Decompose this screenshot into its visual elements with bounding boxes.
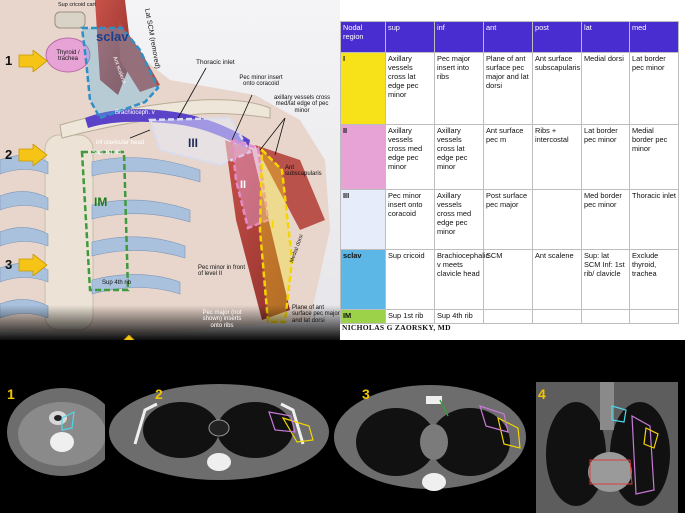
label-ant-subscapularis: Ant subscapularis [285,165,322,178]
table-cell [581,309,630,324]
level-ii-contour [230,138,270,230]
pointer-lines [129,67,286,156]
level-marker-2: 2 [5,143,49,171]
table-cell: Medial dorsi [581,52,630,125]
label-thoracic-inlet: Thoracic inlet [196,59,235,66]
table-cell: Thoracic inlet [629,189,679,250]
table-row: IM Sup 1st rib Sup 4th rib [340,309,679,324]
table-row: II Axillary vessels cross med edge pec m… [340,124,679,190]
header-inf: inf [434,21,484,53]
table-row: sclav Sup cricoid Brachiocephalic v meet… [340,249,679,310]
header-ant: ant [483,21,533,53]
header-nodal-region: Nodal region [340,21,386,53]
table-cell: Axillary vessels cross lat edge pec mino… [434,124,484,190]
label-sup-cricoid: Sup cricoid cart [58,2,96,8]
label-pec-minor-front: Pec minor in front of level II [198,265,246,278]
table-cell: Axillary vessels cross med edge pec mino… [385,124,435,190]
anatomy-illustration [0,0,340,342]
header-post: post [532,21,582,53]
table-cell [532,309,582,324]
ct-label-3: 3 [362,386,370,402]
arrow-right-icon [18,49,48,73]
scm-muscle [95,0,132,95]
table-row: I Axillary vessels cross lat edge pec mi… [340,52,679,125]
table-cell: Pec minor insert onto coracoid [385,189,435,250]
author-credit: NICHOLAS G ZAORSKY, MD [342,323,451,332]
table-cell: Sup 1st rib [385,309,435,324]
table-cell: Exclude thyroid, trachea [629,249,679,310]
table-cell: Post surface pec major [483,189,533,250]
sclav-contour [80,26,160,120]
table-cell: Med border pec minor [581,189,630,250]
table-cell: SCM [483,249,533,310]
nodal-region-table: Nodal region sup inf ant post lat med I … [340,21,679,324]
arrow-right-icon [18,253,48,277]
table-cell [629,309,679,324]
table-cell: Axillary vessels cross lat edge pec mino… [385,52,435,125]
table-row: III Pec minor insert onto coracoid Axill… [340,189,679,250]
table-cell: Ant scalene [532,249,582,310]
region-cell: II [340,124,386,190]
label-level-ii: II [240,179,247,191]
region-cell: III [340,189,386,250]
label-inf-clavicular: inf clavicular head [96,140,145,146]
level-marker-3: 3 [5,253,49,281]
table-cell: Sup cricoid [385,249,435,310]
im-contour [80,150,130,292]
table-cell: Axillary vessels cross med edge pec mino… [434,189,484,250]
table-cell [483,309,533,324]
ct-label-4: 4 [538,386,546,402]
label-plane-ant-surface: Plane of ant surface pec major and lat d… [292,305,340,324]
label-pec-major-inserts: Pec major (not shown) inserts onto ribs [202,310,242,329]
header-sup: sup [385,21,435,53]
subscapularis-muscle [255,145,325,230]
ct-slice-2 [109,384,329,480]
ct-slice-3 [334,385,526,491]
label-axillary-cross: axillary vessels cross med/lat edge of p… [273,95,331,114]
label-sup-fourth-rib: Sup 4th rib [102,280,132,286]
table-header-row: Nodal region sup inf ant post lat med [340,21,679,53]
region-cell: sclav [340,249,386,310]
header-med: med [629,21,679,53]
region-cell: I [340,52,386,125]
label-thyroid: Thyroid / trachea [56,50,80,63]
label-brachioceph: Brachioceph. v [115,110,155,116]
table-cell: Ant surface pec m [483,124,533,190]
label-sup-first-rib: Sup 1st rib [92,150,121,156]
label-sclav: sclav [96,29,129,44]
table-cell: Lat border pec minor [581,124,630,190]
ct-label-1: 1 [7,386,15,402]
table-cell: Ant surface subscapularis [532,52,582,125]
table-cell: Plane of ant surface pec major and lat d… [483,52,533,125]
region-cell: IM [340,309,386,324]
cricoid-cartilage [54,11,86,29]
arrow-right-icon [18,143,48,167]
ct-slice-4 [536,382,678,513]
label-level-i: I [271,219,275,231]
brachiocephalic-vein [85,109,250,150]
ct-slice-1 [7,388,105,476]
table-cell: Sup 4th rib [434,309,484,324]
table-cell: Sup: lat SCM Inf: 1st rib/ clavicle [581,249,630,310]
pec-minor-muscle [225,140,290,320]
ct-label-2: 2 [155,386,163,402]
table-cell: Medial border pec minor [629,124,679,190]
label-im: IM [94,195,108,209]
label-level-iii: III [188,136,199,150]
label-pec-minor-insert: Pec minor insert onto coracoid [239,75,283,88]
table-cell: Ribs + intercostal [532,124,582,190]
ant-scalene-muscle [118,20,160,92]
thyroid [45,37,91,73]
table-cell: Lat border pec minor [629,52,679,125]
table-cell: Brachiocephalic v meets clavicle head [434,249,489,310]
table-cell [532,189,582,250]
table-cell: Pec major insert into ribs [434,52,484,125]
header-lat: lat [581,21,630,53]
level-marker-1: 1 [5,49,49,77]
